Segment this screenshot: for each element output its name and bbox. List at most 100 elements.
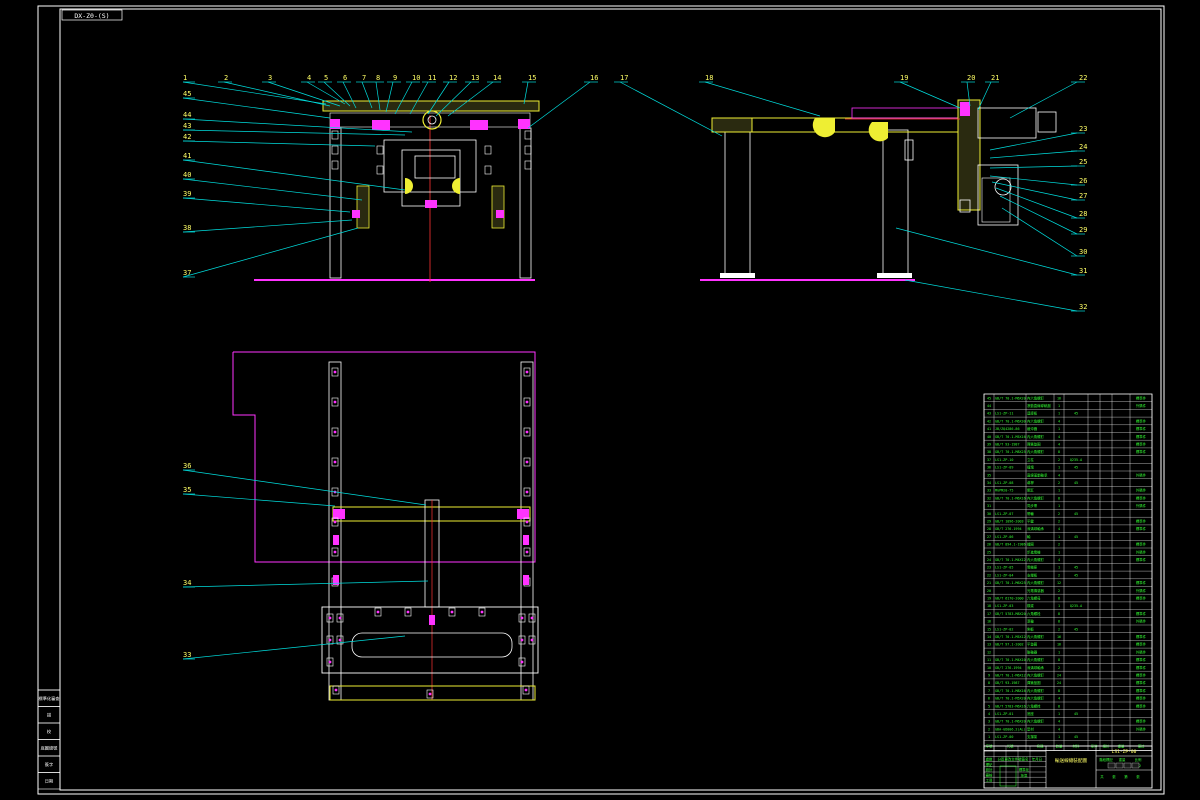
- bom-no: 7: [988, 689, 990, 693]
- bom-note: 標準件: [1136, 526, 1147, 531]
- bolt-center: [428, 692, 432, 696]
- top-beam-magenta-right: [517, 509, 529, 519]
- leader-line: [223, 81, 331, 107]
- bom-no: 30: [987, 512, 991, 516]
- tb-row-label: 設計: [986, 767, 993, 772]
- bom-no: 39: [987, 443, 991, 447]
- leader-line: [899, 81, 961, 109]
- tb-cell-label: 年月日: [1032, 757, 1042, 762]
- bolt-marker: [331, 367, 339, 377]
- part-number-label: 13: [471, 74, 479, 82]
- bom-name: 側板: [1027, 626, 1034, 631]
- leader-line: [182, 493, 336, 507]
- bom-name: 六角螺母: [1027, 596, 1041, 601]
- bolt-marker: [331, 427, 339, 437]
- bom-name: 支撐架: [1027, 734, 1038, 739]
- bolt-marker: [376, 165, 384, 175]
- bom-name: 撞塊: [1027, 465, 1034, 470]
- leader-line: [447, 81, 494, 117]
- leader-line: [394, 81, 413, 115]
- bolt-marker: [528, 613, 536, 623]
- front-right-roller: [452, 178, 460, 194]
- bom-no: 35: [987, 473, 991, 477]
- bolt-marker: [484, 165, 492, 175]
- bom-no: 42: [987, 419, 991, 423]
- bom-no: 12: [987, 650, 991, 654]
- tb-stage-box: [1107, 762, 1116, 769]
- bolt-center: [333, 460, 337, 464]
- bom-name: 內六角螺釘: [1027, 395, 1045, 400]
- bom-no: 45: [987, 396, 991, 400]
- bolt-center: [480, 610, 484, 614]
- side-motor-block: [977, 164, 1019, 226]
- tb-cell-label: 更改文件號: [1005, 757, 1023, 762]
- guide-bearing: [523, 575, 529, 585]
- bom-name: 內六角螺釘: [1027, 719, 1045, 724]
- bom-code: GB/T 70.1-M4X10: [995, 658, 1026, 662]
- bolt-center: [525, 400, 529, 404]
- leader-line: [977, 81, 992, 111]
- bolt-center: [328, 638, 332, 642]
- top-cylinder: [351, 632, 513, 658]
- bom-qty: 16: [1057, 643, 1061, 647]
- front-left-clamp: [356, 185, 370, 229]
- side-strip-label: 標準化審查: [39, 695, 61, 702]
- bom-note: 標準件: [1136, 719, 1147, 724]
- bom-qty: 4: [1058, 473, 1060, 477]
- bom-qty: 1: [1058, 504, 1060, 508]
- bom-qty: 1: [1058, 412, 1060, 416]
- tb-stage-box: [1131, 762, 1140, 769]
- bom-no: 13: [987, 643, 991, 647]
- part-number-label: 5: [324, 74, 328, 82]
- bolt-center: [525, 520, 529, 524]
- guide-bearing: [429, 615, 435, 625]
- bom-code: GB/T 93-1987: [995, 443, 1020, 447]
- bom-material: 45: [1074, 566, 1078, 570]
- tb-stage-label: 重量: [1119, 757, 1126, 762]
- bom-qty: 8: [1058, 658, 1060, 662]
- bolt-marker: [331, 130, 339, 140]
- bom-qty: 4: [1058, 527, 1060, 531]
- part-number-label: 45: [183, 90, 191, 98]
- part-number-label: 44: [183, 111, 191, 119]
- bom-code: GB/T 70.1-M6X16: [995, 496, 1026, 500]
- bolt-marker: [426, 689, 434, 699]
- part-number-label: 18: [705, 74, 713, 82]
- bom-name: 內六角螺釘: [1027, 580, 1045, 585]
- part-number-label: 4: [307, 74, 311, 82]
- bom-code: LS1-ZP-00: [995, 735, 1013, 739]
- top-beam-magenta-left: [333, 509, 345, 519]
- bom-qty: 1: [1058, 427, 1060, 431]
- front-lift-frame: [383, 139, 477, 193]
- side-motor-flange: [994, 178, 1012, 196]
- bom-qty: 1: [1058, 735, 1060, 739]
- bolt-marker: [523, 427, 531, 437]
- bolt-center: [333, 400, 337, 404]
- front-left-pad: [352, 210, 360, 218]
- bom-name: 軸: [1027, 534, 1031, 539]
- bolt-marker: [524, 130, 532, 140]
- bom-qty: 12: [1057, 581, 1061, 585]
- bom-name: 平鍵: [1027, 519, 1034, 524]
- bom-qty: 8: [1058, 450, 1060, 454]
- bom-code: GB/T 70.1-M6X20: [995, 396, 1026, 400]
- bom-qty: 2: [1058, 573, 1060, 577]
- bom-code: GB/T 70.1-M6X30: [995, 419, 1026, 423]
- side-strip-label: 簽字: [45, 761, 53, 768]
- bolt-marker: [522, 685, 530, 695]
- front-cap-left: [330, 119, 340, 129]
- leader-line: [267, 81, 341, 107]
- bom-code: GB/T 70.1-M6X25: [995, 581, 1026, 585]
- bom-qty: 2: [1058, 520, 1060, 524]
- leader-line: [182, 227, 359, 278]
